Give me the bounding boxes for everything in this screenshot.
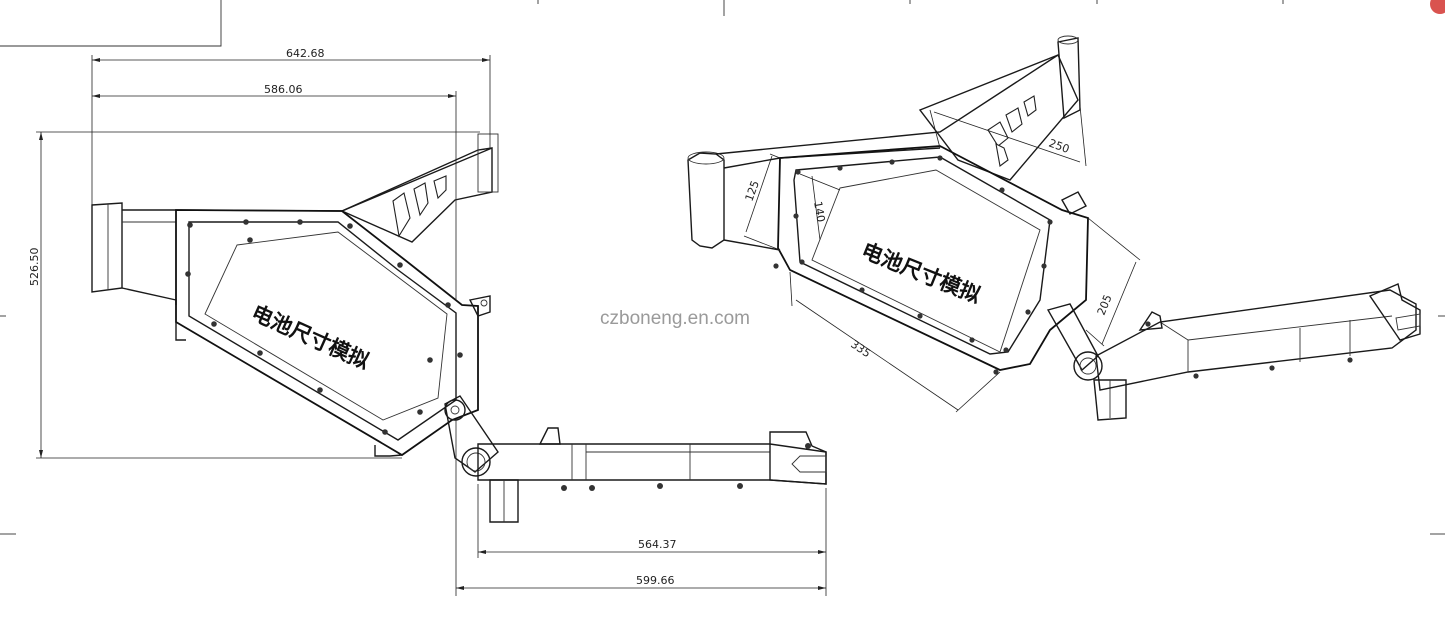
side-view-frame [91,133,499,457]
side-view-swingarm [444,395,827,523]
perspective-view-frame [687,35,1127,421]
watermark-text: czboneng.en.com [600,308,750,329]
dim-swingarm-overall: 599.66 [636,574,675,587]
dim-frame-length: 586.06 [264,83,303,96]
drawing-border [0,0,1445,535]
dim-335: 335 [848,338,873,361]
dim-swingarm-length: 564.37 [638,538,677,551]
dim-250: 250 [1047,137,1071,156]
perspective-dimension-lines [743,105,1141,413]
dim-overall-length: 642.68 [286,47,325,60]
perspective-view-bolts [773,155,1053,375]
swingarm-bolts [561,443,811,491]
dim-125: 125 [743,179,762,203]
dim-140: 140 [811,200,827,223]
side-view-bolts [185,219,463,435]
side-view-dimension-lines [36,55,827,596]
dim-height: 526.50 [28,248,41,287]
perspective-swingarm-bolts [1145,321,1353,379]
battery-label-perspective: 电池尺寸模拟 [858,238,984,307]
dim-205: 205 [1095,293,1115,317]
perspective-view-swingarm [1095,283,1421,391]
corner-badge-icon[interactable] [1430,0,1445,14]
